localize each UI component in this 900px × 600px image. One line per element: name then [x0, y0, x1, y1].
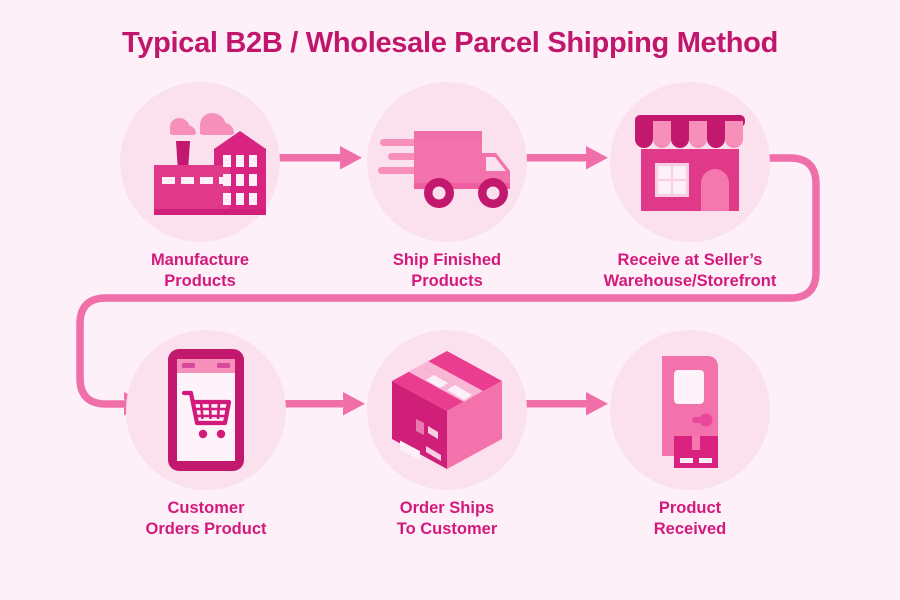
- step-manufacture: Manufacture Products: [105, 82, 295, 292]
- step-order-ships: Order Ships To Customer: [352, 330, 542, 540]
- step-customer-orders: Customer Orders Product: [111, 330, 301, 540]
- step-ship-finished: Ship Finished Products: [352, 82, 542, 292]
- parcel-box-icon: [367, 330, 527, 490]
- step-label: Receive at Seller’s Warehouse/Storefront: [603, 251, 777, 291]
- step-icon-circle: [120, 82, 280, 242]
- door-with-package-icon: [610, 330, 770, 490]
- step-product-received: Product Received: [595, 330, 785, 540]
- step-label: Order Ships To Customer: [396, 499, 498, 539]
- factory-icon: [120, 82, 280, 242]
- step-icon-circle: [126, 330, 286, 490]
- delivery-truck-icon: [367, 82, 527, 242]
- storefront-icon: [610, 82, 770, 242]
- step-label: Product Received: [653, 499, 727, 539]
- smartphone-shopping-cart-icon: [126, 330, 286, 490]
- page-title: Typical B2B / Wholesale Parcel Shipping …: [121, 27, 778, 59]
- step-icon-circle: [367, 330, 527, 490]
- step-icon-circle: [367, 82, 527, 242]
- step-icon-circle: [610, 82, 770, 242]
- step-label: Customer Orders Product: [145, 499, 267, 539]
- step-label: Manufacture Products: [150, 251, 250, 291]
- step-receive-seller: Receive at Seller’s Warehouse/Storefront: [595, 82, 785, 292]
- step-icon-circle: [610, 330, 770, 490]
- step-label: Ship Finished Products: [392, 251, 502, 291]
